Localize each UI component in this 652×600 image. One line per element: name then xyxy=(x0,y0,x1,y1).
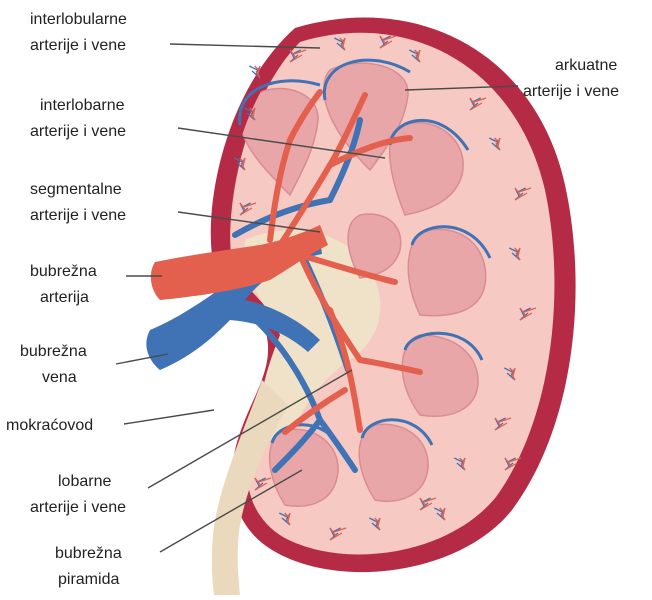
label-interlobar: interlobarne arterije i vene xyxy=(30,97,129,140)
label-segmental: segmentalne arterije i vene xyxy=(30,181,126,224)
label-renal-artery-line2: arterija xyxy=(40,289,89,306)
interlobular-branch xyxy=(249,66,260,78)
label-lobar-line1: lobarne xyxy=(58,473,111,490)
label-interlobular-line1: interlobularne xyxy=(30,11,127,28)
label-pyramid-line2: piramida xyxy=(58,571,119,588)
label-interlobular: interlobularne arterije i vene xyxy=(30,11,131,54)
label-renal-artery-line1: bubrežna xyxy=(30,263,97,280)
label-pyramid-line1: bubrežna xyxy=(55,545,122,562)
label-lobar-line2: arterije i vene xyxy=(30,499,126,516)
label-interlobar-line1: interlobarne xyxy=(40,97,125,114)
label-arcuate-line1: arkuatne xyxy=(555,57,617,74)
label-segmental-line1: segmentalne xyxy=(30,181,122,198)
label-pyramid: bubrežna piramida xyxy=(55,545,126,588)
label-renal-artery: bubrežna arterija xyxy=(30,263,101,306)
label-interlobular-line2: arterije i vene xyxy=(30,37,126,54)
label-renal-vein-line1: bubrežna xyxy=(20,343,87,360)
label-ureter-line1: mokraćovod xyxy=(6,417,93,434)
label-segmental-line2: arterije i vene xyxy=(30,207,126,224)
label-arcuate-line2: arterije i vene xyxy=(523,83,619,100)
label-ureter: mokraćovod xyxy=(6,417,93,434)
label-interlobar-line2: arterije i vene xyxy=(30,123,126,140)
label-renal-vein-line2: vena xyxy=(42,369,77,386)
label-arcuate: arkuatne arterije i vene xyxy=(523,57,622,100)
label-renal-vein: bubrežna vena xyxy=(20,343,91,386)
leader-ureter xyxy=(124,410,214,424)
label-lobar: lobarne arterije i vene xyxy=(30,473,126,516)
